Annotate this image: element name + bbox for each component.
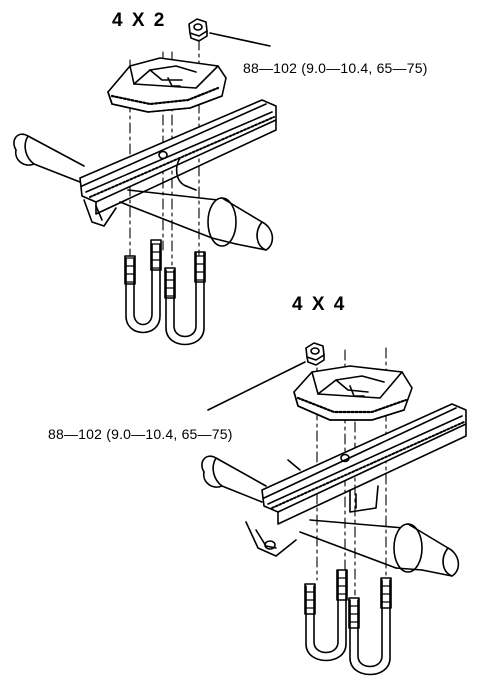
center-bolt-4x4 <box>340 453 350 463</box>
axle-tube-4x4 <box>201 455 460 577</box>
axle-tube-4x2 <box>13 133 274 251</box>
diff-housing-4x4 <box>245 521 297 557</box>
assembly-4x2 <box>13 18 277 346</box>
spring-bracket-4x4 <box>349 485 379 513</box>
u-bolt-right-4x4 <box>348 577 392 676</box>
leaf-spring-4x2 <box>79 99 277 215</box>
u-bolt-left-4x4 <box>304 569 348 662</box>
leaf-spring-4x4 <box>261 403 467 525</box>
torque-spec-4x4: 88—102 (9.0—10.4, 65—75) <box>48 426 233 442</box>
u-bolt-left-4x2 <box>124 239 162 334</box>
nut-4x2 <box>188 18 208 42</box>
center-bolt-4x2 <box>158 150 168 160</box>
title-4x4: 4 X 4 <box>292 294 347 315</box>
title-4x2: 4 X 2 <box>112 10 167 31</box>
spring-seat-4x4 <box>293 365 413 421</box>
assembly-4x4 <box>201 342 467 676</box>
spring-seat-4x2 <box>107 57 227 113</box>
spring-bracket-4x2 <box>83 199 117 227</box>
u-bolt-right-4x2 <box>164 251 206 346</box>
leader-line-4x4 <box>207 361 306 411</box>
torque-spec-4x2: 88—102 (9.0—10.4, 65—75) <box>243 60 428 76</box>
nut-4x4 <box>305 342 325 366</box>
leader-line-4x2 <box>209 32 271 47</box>
